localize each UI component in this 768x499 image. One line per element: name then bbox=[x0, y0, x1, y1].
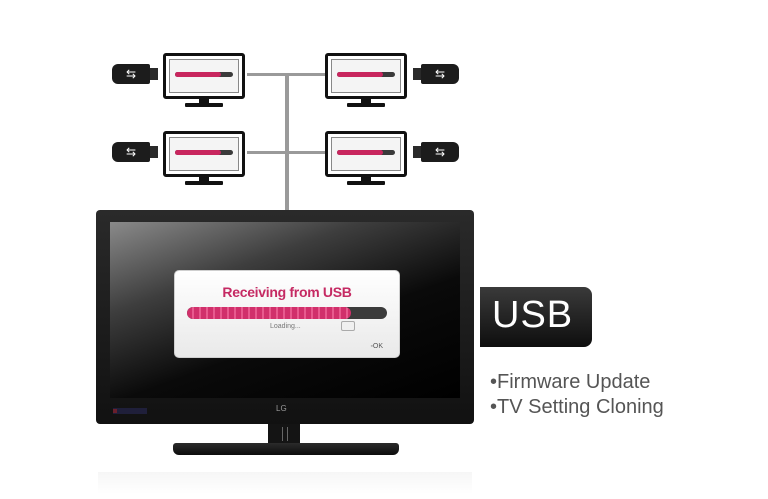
client-monitor-top-right bbox=[325, 53, 407, 107]
floor-reflection bbox=[98, 472, 472, 494]
tv-stand-base bbox=[173, 443, 399, 455]
dialog-title: Receiving from USB bbox=[222, 284, 352, 300]
usb-stick: ⇆ bbox=[413, 64, 459, 84]
ok-label: OK bbox=[372, 343, 383, 350]
progress-bar bbox=[187, 307, 387, 319]
usb-drive-icon bbox=[341, 321, 355, 331]
connector-vertical bbox=[285, 73, 289, 213]
ok-button[interactable]: ◦OK bbox=[370, 343, 383, 350]
connector-top bbox=[247, 73, 327, 76]
usb-label-tab: USB bbox=[480, 287, 592, 347]
loading-status: Loading... bbox=[270, 323, 301, 330]
feature-list: •Firmware Update •TV Setting Cloning bbox=[490, 370, 664, 420]
usb-symbol-icon: ⇆ bbox=[421, 64, 459, 84]
usb-symbol-icon: ⇆ bbox=[421, 142, 459, 162]
feature-item: •TV Setting Cloning bbox=[490, 396, 664, 418]
ok-circle-icon: ◦ bbox=[370, 343, 373, 350]
client-monitor-bottom-left bbox=[163, 131, 245, 185]
connector-bottom bbox=[247, 151, 327, 154]
usb-stick: ⇆ bbox=[112, 64, 158, 84]
brand-logo: LG bbox=[276, 404, 287, 413]
usb-symbol-icon: ⇆ bbox=[112, 64, 150, 84]
client-monitor-top-left bbox=[163, 53, 245, 107]
usb-label: USB bbox=[492, 294, 574, 336]
tv-badge bbox=[113, 408, 147, 414]
client-monitor-bottom-right bbox=[325, 131, 407, 185]
receiving-dialog: Receiving from USB Loading... ◦OK bbox=[174, 270, 400, 358]
progress-fill bbox=[187, 307, 351, 319]
usb-stick: ⇆ bbox=[413, 142, 459, 162]
feature-item: •Firmware Update bbox=[490, 371, 651, 393]
usb-symbol-icon: ⇆ bbox=[112, 142, 150, 162]
usb-stick: ⇆ bbox=[112, 142, 158, 162]
tv-stand-neck bbox=[268, 424, 300, 444]
